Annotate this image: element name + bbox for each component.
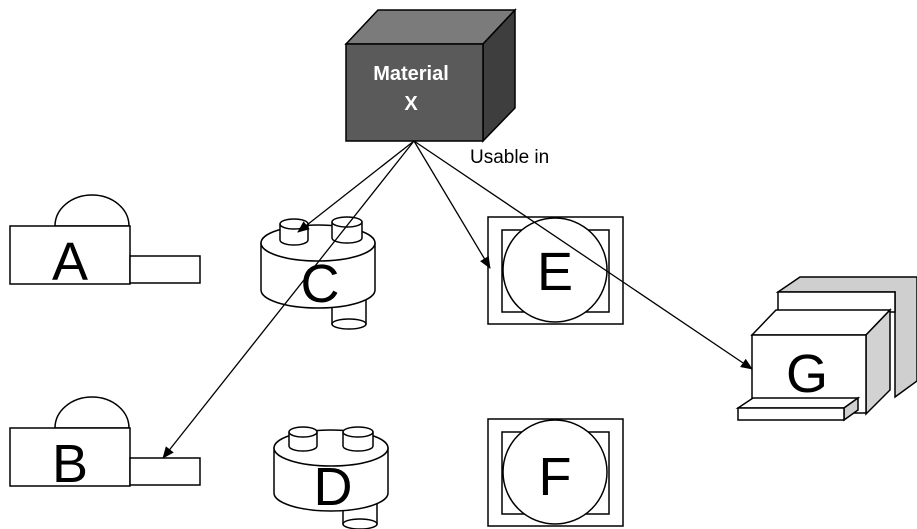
usable-in-label: Usable in xyxy=(470,147,549,168)
device-c-label: C xyxy=(301,254,340,314)
device-e-label: E xyxy=(537,242,573,302)
device-e: E xyxy=(487,216,624,325)
device-a-label: A xyxy=(52,232,88,292)
device-b-label: B xyxy=(52,434,88,494)
material-label-line1: Material xyxy=(373,63,449,85)
device-f: F xyxy=(487,418,624,527)
arrow-to-e xyxy=(413,140,491,269)
usage-arrows xyxy=(162,140,753,459)
device-a: A xyxy=(9,194,201,292)
arrow-to-c xyxy=(297,140,415,233)
material-x-cube: Material X xyxy=(344,8,517,143)
device-d-label: D xyxy=(314,457,353,517)
device-b: B xyxy=(9,396,201,494)
material-label-line2: X xyxy=(404,93,418,115)
arrow-to-b xyxy=(162,140,415,459)
device-f-label: F xyxy=(539,447,572,507)
device-g-label: G xyxy=(786,344,828,404)
device-c: C xyxy=(260,216,376,330)
device-d: D xyxy=(273,426,389,529)
device-g: G xyxy=(735,276,917,422)
arrow-to-g xyxy=(413,140,753,370)
